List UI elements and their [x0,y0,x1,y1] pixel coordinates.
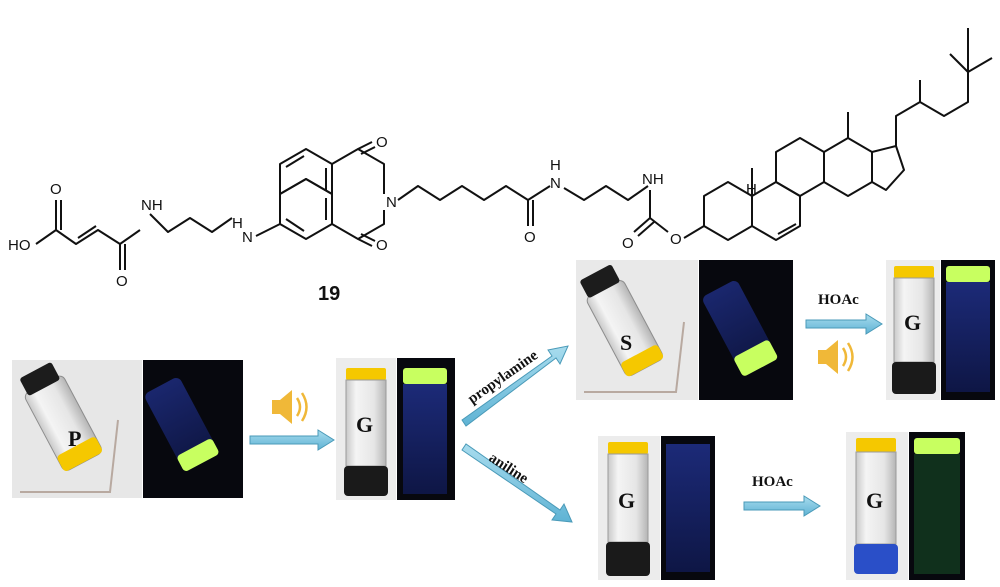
nh-label-1: NH [141,197,163,214]
photo-g3: G [598,436,715,580]
imide-top [331,148,385,194]
ring-a [703,181,753,241]
o-steroid [683,225,705,239]
ho-label: HO [8,237,31,254]
imide-co-top2 [360,146,376,155]
vial-s-label: S [620,330,632,355]
o-label-4: O [376,237,388,254]
imide-co-top [357,141,373,150]
naph-ring-lower [279,178,333,240]
vial-g2-label: G [904,310,921,335]
vial-p-label: P [68,426,81,451]
photo-s: S [576,260,793,400]
n-label-imide: N [386,194,397,211]
arrow-propylamine [461,345,569,427]
vial-p-uv [145,377,219,471]
speaker-icon-2 [818,340,854,374]
naph-db-3 [285,155,305,168]
hoac-bottom-label: HOAc [752,474,793,490]
vial-p [20,362,102,471]
h-label-2: H [550,157,561,174]
photo-g1: G [336,358,455,500]
n-label-2: N [550,175,561,192]
ring-c2 [823,137,873,197]
imide-co-bot2 [360,233,376,242]
arrow-hoac-bottom [743,495,821,517]
hoac-top-label: HOAc [818,292,859,308]
nh-label-2: NH [642,171,664,188]
o-label-2: O [116,273,128,290]
vial-g1-label: G [356,412,373,437]
carbamate-co2 [637,221,655,237]
ring-b-db [777,223,797,235]
ring-c [775,137,825,197]
compound-number: 19 [318,283,340,305]
photo-g4: G [846,432,965,580]
side-chain [895,57,993,146]
side-isopropyl [949,53,969,73]
ethylene-1 [149,213,233,233]
carbamate-co [633,217,651,233]
hoac-step-bottom: HOAc [743,474,821,517]
vial-g4-label: G [866,488,883,513]
ethylene-2 [563,185,649,201]
ring-d [871,145,905,191]
o-label-3: O [376,134,388,151]
n-label-1: N [242,229,253,246]
arrow-p-to-g [249,429,335,451]
n-aryl [255,223,281,237]
vial-s [580,265,664,377]
imide-bottom [331,210,385,240]
o-label-5: O [524,229,536,246]
alkene-double [77,225,97,239]
h-label-1: H [232,215,243,232]
aniline-step: aniline [461,443,573,523]
ultrasound-step-1 [249,390,335,451]
o-label-1: O [50,181,62,198]
arrow-aniline [461,443,573,523]
carbamate [649,190,669,233]
arrow-hoac-top [805,313,883,335]
naph-ring-upper [279,148,333,195]
molecule-19: HO O O NH H N O O N O H N [8,28,993,290]
photo-g2: G [886,260,995,400]
vial-g3-label: G [618,488,635,513]
vial-s-uv [703,281,778,376]
hexyl-chain [397,185,551,201]
speaker-icon [272,390,308,424]
o-label-7: O [670,231,682,248]
acid-chain [35,229,141,245]
imide-co-bot [357,238,373,247]
hoac-step-top: HOAc [805,292,883,374]
o-label-6: O [622,235,634,252]
propylamine-step: propylamine [461,345,569,427]
naph-db-1 [285,218,305,232]
photo-p: P [12,360,243,498]
h-stereo-1: H [746,181,757,198]
